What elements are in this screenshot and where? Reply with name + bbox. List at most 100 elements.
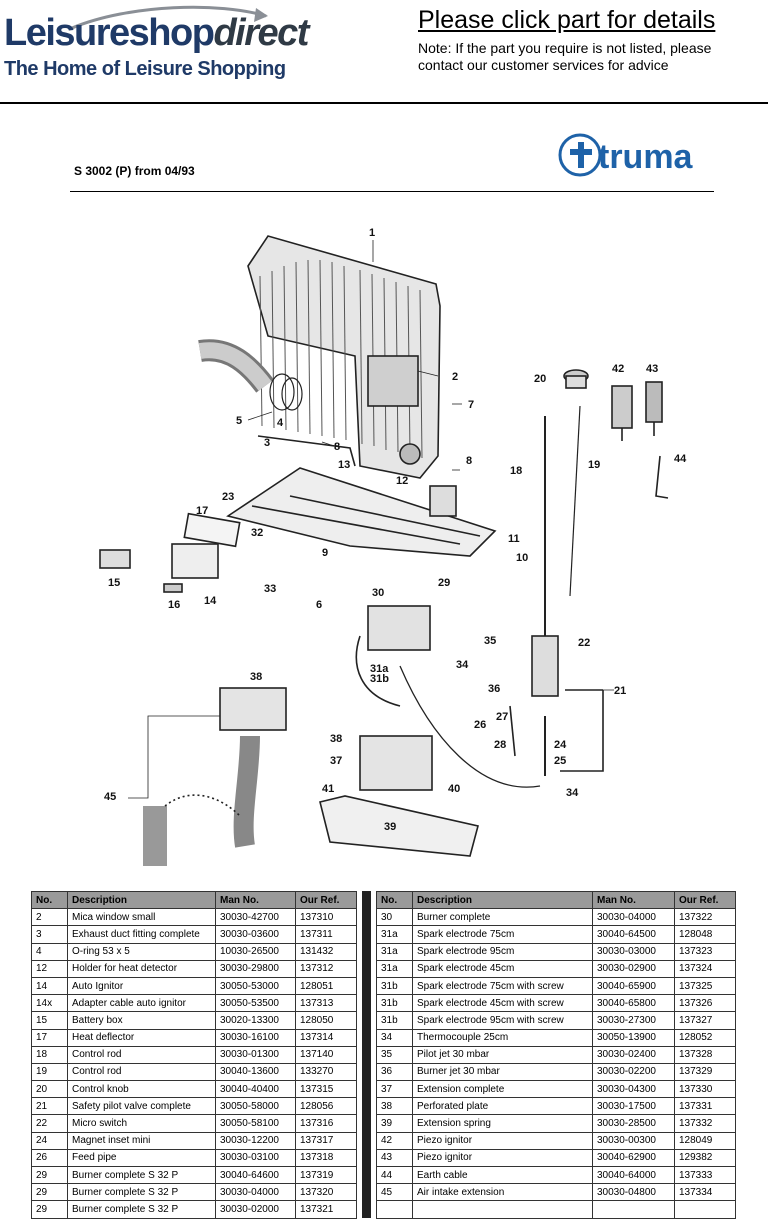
description-cell[interactable]: Spark electrode 95cm	[412, 942, 593, 961]
site-logo[interactable]: Leisureshopdirect	[4, 12, 309, 55]
svg-text:20: 20	[534, 373, 546, 385]
description-cell[interactable]: Piezo ignitor	[412, 1148, 593, 1168]
svg-text:19: 19	[588, 459, 600, 471]
burner-assembly[interactable]	[355, 605, 431, 707]
description-cell[interactable]: Micro switch	[67, 1114, 216, 1133]
description-cell[interactable]: Safety pilot valve complete	[67, 1097, 216, 1116]
piezo-ignitor-42[interactable]	[611, 385, 633, 441]
auto-ignitor-part[interactable]	[171, 543, 219, 579]
air-intake-extension[interactable]	[143, 687, 287, 866]
description-cell[interactable]: Burner jet 30 mbar	[412, 1062, 593, 1082]
description-cell[interactable]: Adapter cable auto ignitor	[67, 994, 216, 1013]
base-plate[interactable]	[226, 467, 497, 557]
description-cell[interactable]: Burner complete S 32 P	[67, 1165, 216, 1185]
description-cell[interactable]: Earth cable	[412, 1165, 593, 1185]
adapter-part[interactable]	[163, 583, 183, 593]
description-cell[interactable]: O-ring 53 x 5	[67, 942, 216, 961]
description-cell[interactable]: Mica window small	[67, 908, 216, 927]
control-knob[interactable]	[563, 369, 589, 389]
part-row[interactable]	[376, 1200, 736, 1219]
description-cell[interactable]: Battery box	[67, 1011, 216, 1030]
description-cell[interactable]: Perforated plate	[412, 1097, 593, 1116]
heater-body[interactable]	[247, 235, 441, 479]
description-cell[interactable]	[412, 1200, 593, 1219]
callout-labels[interactable]: 1 2 7 3 4 5 8 8 13 12 23 17 32 9 11 10 1…	[104, 227, 687, 833]
extension-complete[interactable]	[319, 735, 479, 857]
svg-text:31b: 31b	[370, 673, 389, 685]
description-cell[interactable]: Spark electrode 75cm with screw	[412, 976, 593, 996]
description-cell[interactable]: Extension complete	[412, 1080, 593, 1099]
exhaust-hose[interactable]	[198, 339, 303, 411]
svg-text:34: 34	[456, 659, 469, 671]
description-cell[interactable]: Spark electrode 95cm with screw	[412, 1011, 593, 1030]
exploded-parts-diagram[interactable]: 1 2 7 3 4 5 8 8 13 12 23 17 32 9 11 10 1…	[0, 196, 768, 886]
part-no-cell: 44	[376, 1165, 413, 1185]
description-cell[interactable]: Control rod	[67, 1062, 216, 1082]
description-cell[interactable]: Heat deflector	[67, 1028, 216, 1047]
description-cell[interactable]: Extension spring	[412, 1114, 593, 1133]
description-cell[interactable]: Magnet inset mini	[67, 1131, 216, 1150]
piezo-ignitor-43[interactable]	[645, 381, 663, 436]
our-ref-cell: 137326	[674, 994, 736, 1013]
svg-text:1: 1	[369, 227, 375, 239]
battery-box-part[interactable]	[99, 549, 131, 569]
description-cell[interactable]: Air intake extension	[412, 1183, 593, 1202]
part-no-cell: 35	[376, 1045, 413, 1064]
description-cell[interactable]: Holder for heat detector	[67, 959, 216, 978]
description-cell[interactable]: Exhaust duct fitting complete	[67, 925, 216, 944]
description-cell[interactable]: Control knob	[67, 1080, 216, 1099]
description-cell[interactable]: Control rod	[67, 1045, 216, 1064]
description-cell[interactable]: Feed pipe	[67, 1148, 216, 1168]
description-cell[interactable]: Burner complete	[412, 908, 593, 927]
description-cell[interactable]: Spark electrode 45cm with screw	[412, 994, 593, 1013]
svg-text:7: 7	[468, 399, 474, 411]
safety-pilot-valve[interactable]	[531, 405, 581, 697]
description-cell[interactable]: Spark electrode 75cm	[412, 925, 593, 944]
description-cell[interactable]: Thermocouple 25cm	[412, 1028, 593, 1047]
description-cell[interactable]: Burner complete S 32 P	[67, 1183, 216, 1202]
heat-deflector-part[interactable]	[183, 512, 241, 548]
description-cell[interactable]: Piezo ignitor	[412, 1131, 593, 1150]
description-cell[interactable]: Burner complete S 32 P	[67, 1200, 216, 1219]
earth-cable[interactable]	[655, 455, 669, 499]
description-cell[interactable]: Spark electrode 45cm	[412, 959, 593, 978]
description-cell[interactable]: Auto Ignitor	[67, 976, 216, 996]
our-ref-cell: 137322	[674, 908, 736, 927]
description-cell[interactable]: Pilot jet 30 mbar	[412, 1045, 593, 1064]
